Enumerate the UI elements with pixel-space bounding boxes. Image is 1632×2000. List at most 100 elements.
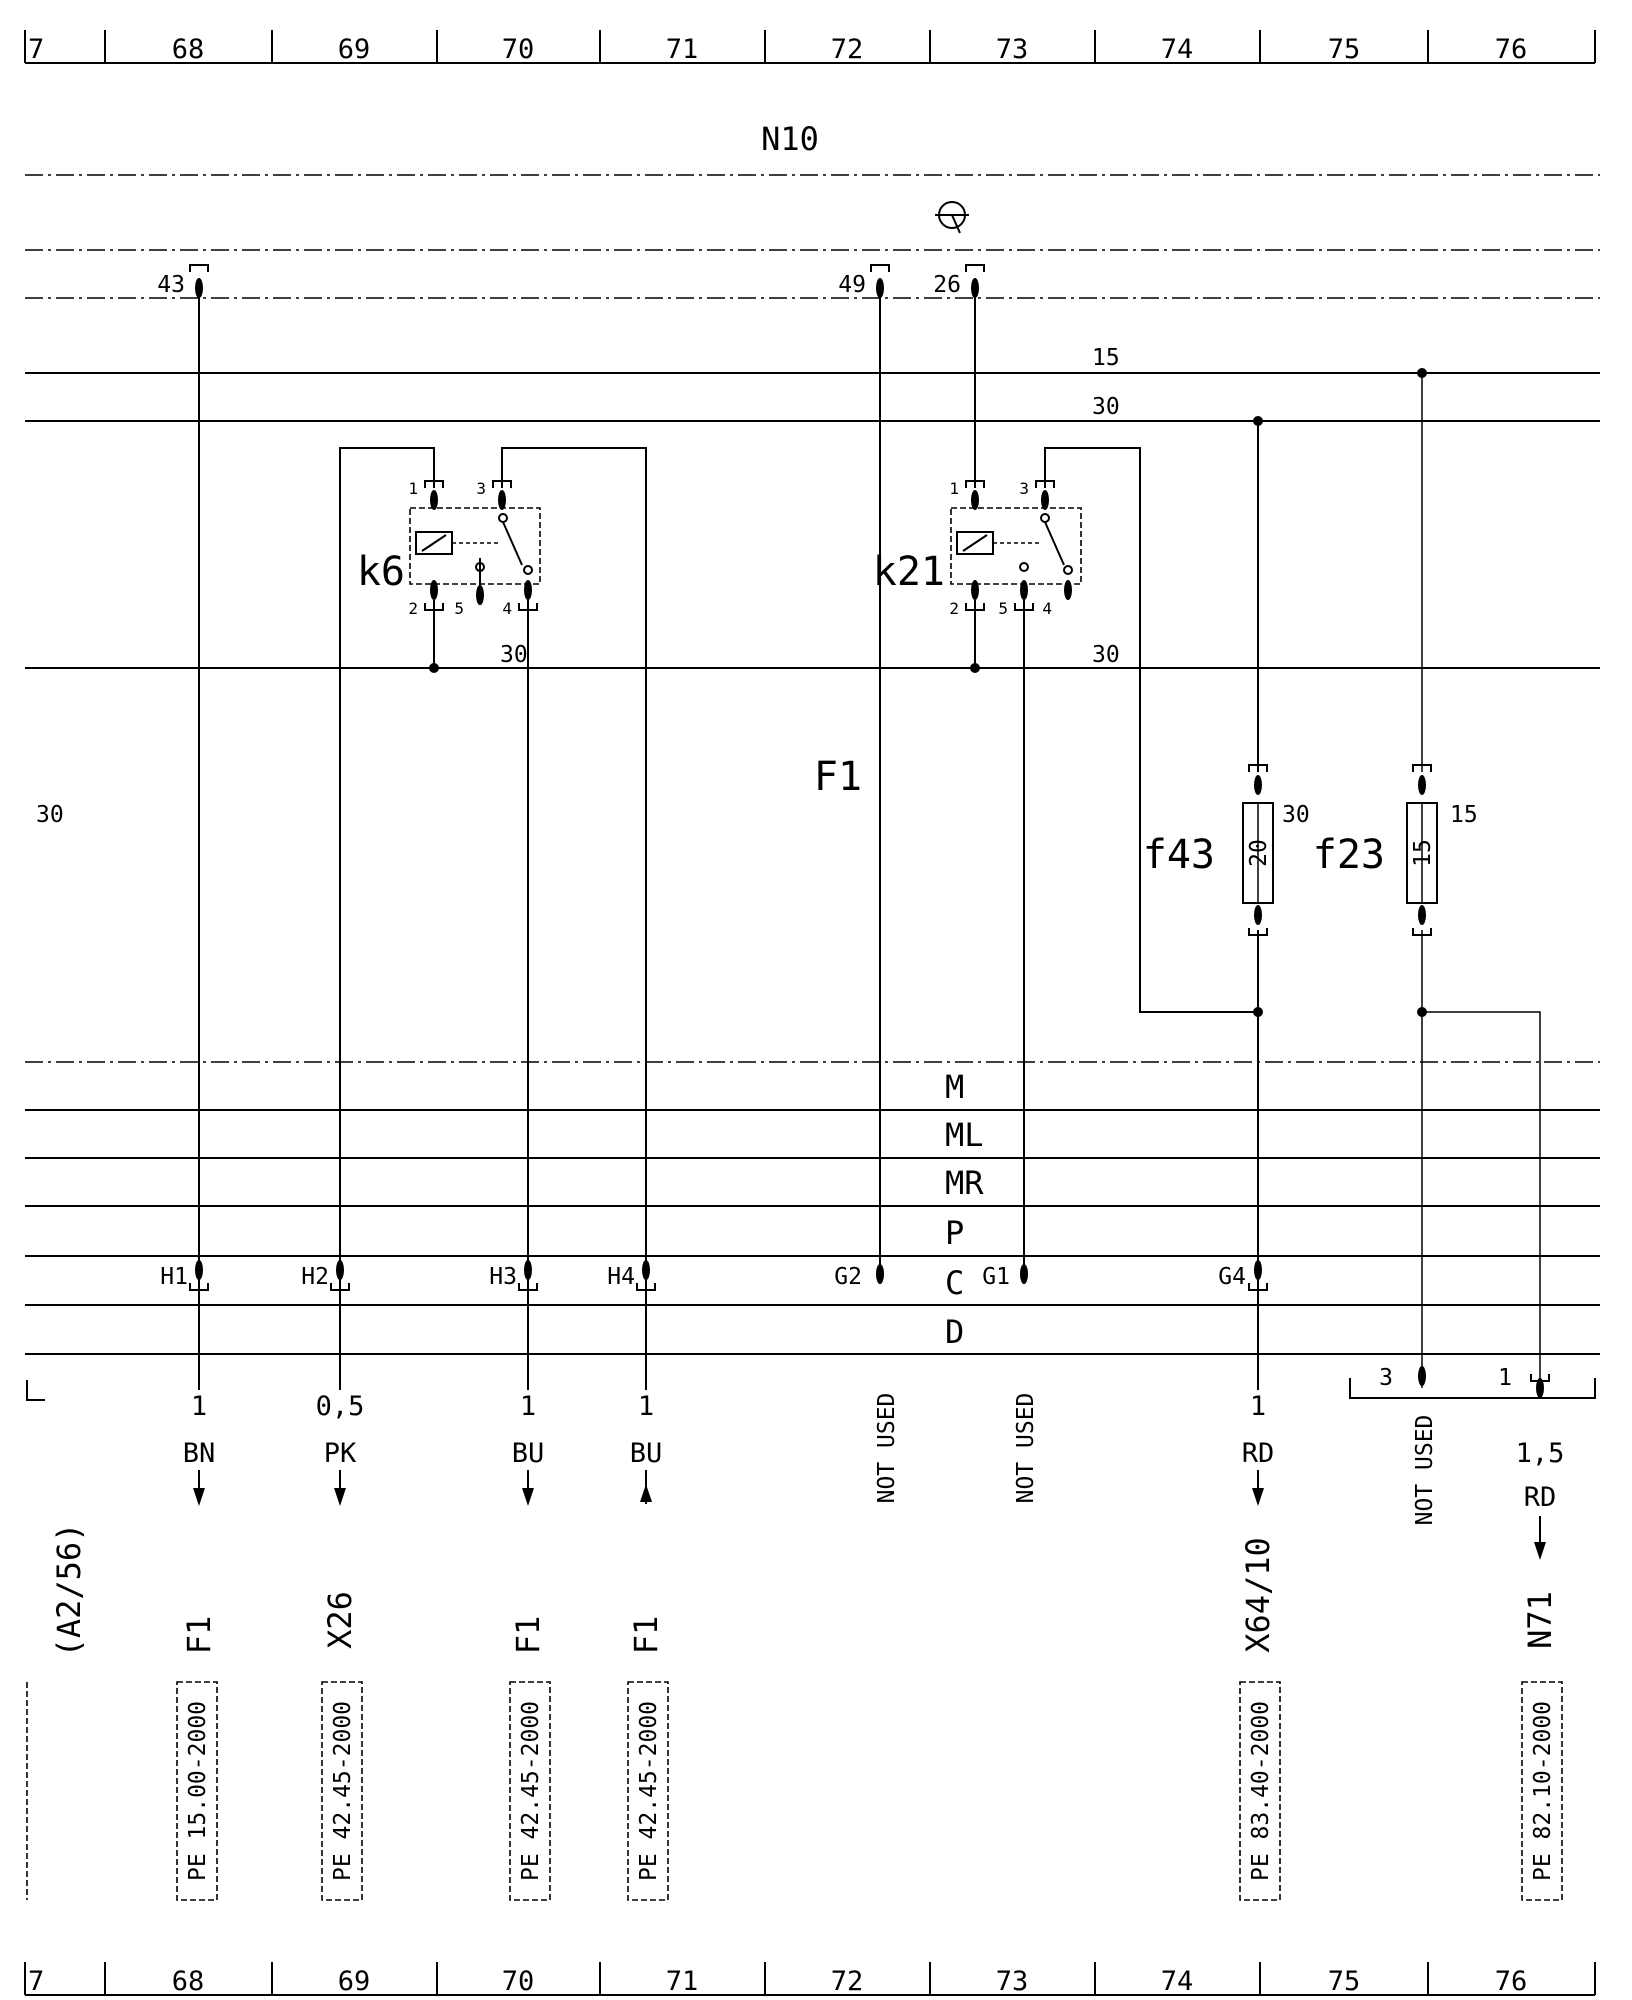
relay-k6: 1 3 2 5 4 k6: [357, 479, 541, 618]
arrow-down-icon: [1534, 1542, 1546, 1560]
svg-text:2: 2: [408, 599, 418, 618]
sub-connector: 3 1: [1349, 1365, 1596, 1399]
rail-30-lower-label: 30: [500, 642, 528, 668]
fuse-f23-rail: 15: [1450, 802, 1478, 828]
svg-text:H2: H2: [301, 1264, 329, 1290]
column-label: 7: [28, 1966, 44, 1997]
svg-text:3: 3: [1379, 1365, 1393, 1391]
wire-color: BN: [183, 1438, 216, 1469]
svg-text:H4: H4: [607, 1264, 635, 1290]
svg-text:1: 1: [949, 479, 959, 498]
connector-pin-h2: H2: [301, 1260, 350, 1291]
svg-text:1: 1: [1498, 1365, 1512, 1391]
connector-pin-h1: H1: [160, 1260, 209, 1291]
column-label: 72: [831, 34, 864, 65]
wire-n71: [1422, 1011, 1541, 1388]
destination-label: F1: [180, 1616, 218, 1655]
reference-box-h2: PE 42.45-2000: [321, 1681, 363, 1901]
column-label: 73: [996, 1966, 1029, 1997]
connector-pin-h3: H3: [489, 1260, 538, 1291]
wire-h4-output: 1 BU: [630, 1391, 663, 1504]
column-label: 71: [666, 34, 699, 65]
rail-15-label: 15: [1092, 345, 1120, 371]
svg-text:3: 3: [476, 479, 486, 498]
reference-text: PE 42.45-2000: [518, 1701, 544, 1881]
column-label: 74: [1161, 1966, 1194, 1997]
reference-text: PE 83.40-2000: [1248, 1701, 1274, 1881]
svg-text:2: 2: [949, 599, 959, 618]
bus-label: MR: [945, 1164, 984, 1202]
arrow-down-icon: [522, 1488, 534, 1506]
svg-text:5: 5: [454, 599, 464, 618]
fuse-f43-rail: 30: [1282, 802, 1310, 828]
wire-color: PK: [324, 1438, 357, 1469]
column-label: 75: [1328, 1966, 1361, 1997]
column-label: 71: [666, 1966, 699, 1997]
reference-box-g4: PE 83.40-2000: [1239, 1681, 1281, 1901]
column-label: 76: [1495, 34, 1528, 65]
wire-color: BU: [512, 1438, 545, 1469]
destination-label: F1: [627, 1616, 665, 1655]
svg-text:G1: G1: [982, 1264, 1010, 1290]
fuse-f23-label: f23: [1313, 832, 1385, 878]
wire-color: RD: [1242, 1438, 1275, 1469]
svg-text:3: 3: [1019, 479, 1029, 498]
module-label: N10: [761, 120, 819, 158]
wire-size: 1: [520, 1391, 536, 1422]
arrow-down-icon: [334, 1488, 346, 1506]
wire-h2: [339, 447, 435, 1390]
column-label: 73: [996, 34, 1029, 65]
svg-text:5: 5: [998, 599, 1008, 618]
svg-text:4: 4: [1042, 599, 1052, 618]
column-label: 69: [338, 34, 371, 65]
relay-k21-label: k21: [873, 549, 945, 595]
fuse-f43-rating: 20: [1246, 839, 1272, 867]
center-label: F1: [814, 754, 862, 800]
rail-30-lower-label: 30: [1092, 642, 1120, 668]
rail-30-label: 30: [1092, 394, 1120, 420]
bus-label: ML: [945, 1116, 984, 1154]
bus-label: D: [945, 1313, 964, 1351]
column-label: 68: [172, 34, 205, 65]
wire-h1-output: 1 BN: [183, 1391, 216, 1506]
reference-box-h3: PE 42.45-2000: [509, 1681, 551, 1901]
wire-k21-pin3: [1044, 447, 1258, 1013]
wire-color: BU: [630, 1438, 663, 1469]
wire-size: 1: [1250, 1391, 1266, 1422]
destination-label: N71: [1521, 1591, 1559, 1649]
fuse-f23-rating: 15: [1410, 839, 1436, 867]
reference-box-h4: PE 42.45-2000: [627, 1681, 669, 1901]
wire-color: RD: [1524, 1482, 1557, 1513]
arrow-down-icon: [1252, 1488, 1264, 1506]
connector-pin-g4: G4: [1218, 1260, 1268, 1291]
top-column-strip: 7 68 69 70 71 72 73 74 75 76: [24, 30, 1596, 65]
wire-h4: [501, 447, 647, 1390]
arrow-up-icon: [640, 1484, 652, 1502]
ignition-symbol: [935, 201, 969, 234]
connector-pin-g1: G1: [982, 1264, 1028, 1290]
column-label: 75: [1328, 34, 1361, 65]
left-reference: (A2/56): [50, 1523, 88, 1658]
reference-box-n71: PE 82.10-2000: [1521, 1681, 1563, 1901]
not-used-label: NOT USED: [874, 1393, 900, 1504]
wire-size: 1,5: [1516, 1438, 1565, 1469]
fuse-f43-label: f43: [1143, 832, 1215, 878]
connector-pin-h4: H4: [607, 1260, 656, 1291]
column-label: 70: [502, 1966, 535, 1997]
wire-size: 1: [638, 1391, 654, 1422]
column-label: 74: [1161, 34, 1194, 65]
reference-box-h1: PE 15.00-2000: [176, 1681, 218, 1901]
relay-k6-label: k6: [357, 549, 405, 595]
svg-text:49: 49: [838, 272, 866, 298]
left-rail-label: 30: [36, 802, 64, 828]
column-label: 70: [502, 34, 535, 65]
top-pin-49: 49: [838, 264, 890, 298]
fuse-f23: 15 f23 15: [1313, 764, 1478, 936]
column-label: 76: [1495, 1966, 1528, 1997]
connector-pin-g2: G2: [834, 1264, 884, 1290]
arrow-down-icon: [193, 1488, 205, 1506]
reference-text: PE 42.45-2000: [330, 1701, 356, 1881]
bus-label: P: [945, 1214, 964, 1252]
wire-g4-output: 1 RD: [1242, 1391, 1275, 1506]
